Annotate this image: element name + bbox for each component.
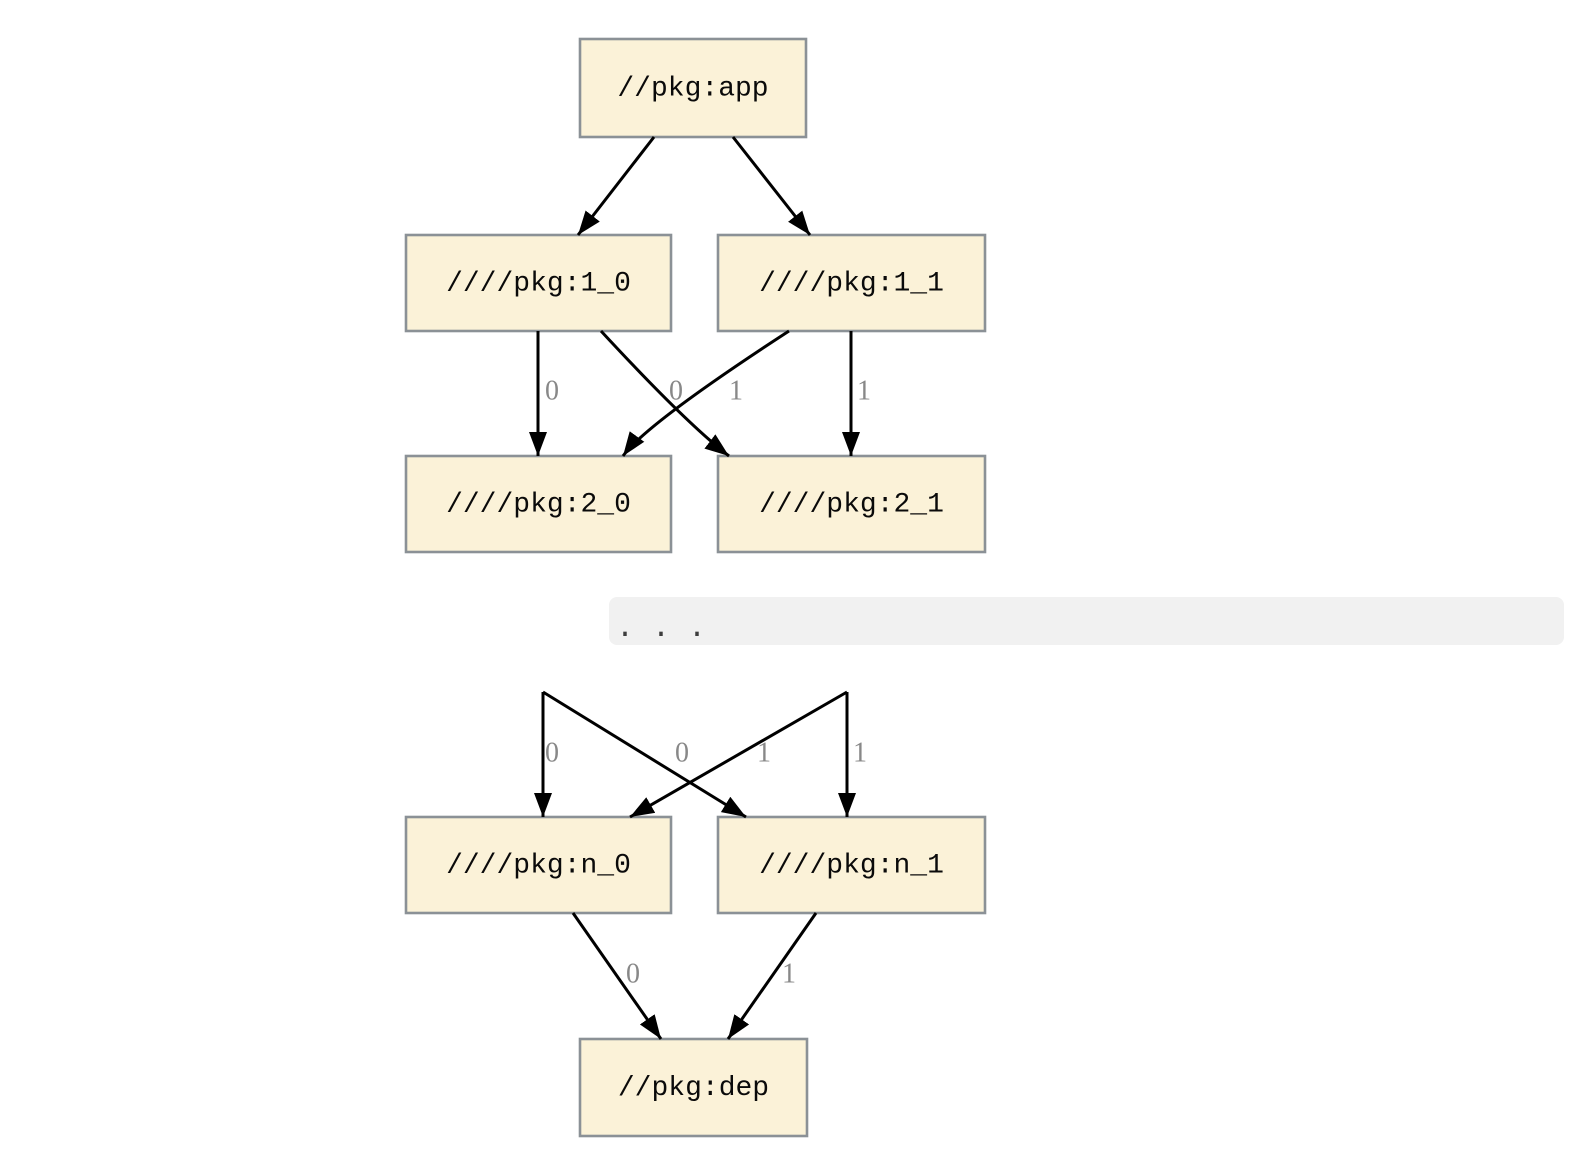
ellipsis-text: . . . — [616, 612, 706, 646]
node-1-0: ////pkg:1_0 — [404, 233, 673, 333]
edge-label-1-1-to-2-0: 0 — [669, 376, 683, 407]
node-label-1-1: ////pkg:1_1 — [759, 269, 944, 300]
node-label-n-1: ////pkg:n_1 — [759, 851, 944, 882]
edge-app-to-1-1 — [731, 136, 812, 236]
edge-...-to-n-1 — [542, 690, 747, 819]
edge-...-to-n-0 — [629, 690, 848, 819]
edge-label-...-to-n-0: 0 — [545, 738, 559, 769]
node-box-1-1 — [716, 233, 987, 333]
node-box-n-0 — [404, 815, 673, 915]
edge-label-n-0-to-dep: 0 — [626, 959, 640, 990]
edge-label-1-0-to-2-1: 1 — [729, 376, 743, 407]
edge-n-0-to-dep — [571, 912, 663, 1040]
node-label-dep: //pkg:dep — [618, 1073, 769, 1104]
edge-app-to-1-0 — [576, 136, 656, 236]
ellipsis-band — [609, 597, 1564, 645]
node-n-0: ////pkg:n_0 — [404, 815, 673, 915]
edge-label-...-to-n-1: 1 — [853, 738, 867, 769]
node-box-dep — [578, 1037, 809, 1138]
node-label-1-0: ////pkg:1_0 — [446, 269, 631, 300]
node-box-2-1 — [716, 454, 987, 554]
node-box-2-0 — [404, 454, 673, 554]
node-2-0: ////pkg:2_0 — [404, 454, 673, 554]
node-label-n-0: ////pkg:n_0 — [446, 851, 631, 882]
edge-label-n-1-to-dep: 1 — [782, 959, 796, 990]
node-dep: //pkg:dep — [578, 1037, 809, 1138]
node-n-1: ////pkg:n_1 — [716, 815, 987, 915]
node-app: //pkg:app — [578, 37, 808, 139]
edge-label-1-1-to-2-1: 1 — [857, 376, 871, 407]
edge-1-0-to-2-1 — [599, 329, 730, 458]
node-label-app: //pkg:app — [617, 74, 768, 105]
node-box-1-0 — [404, 233, 673, 333]
node-box-app — [578, 37, 808, 139]
node-2-1: ////pkg:2_1 — [716, 454, 987, 554]
node-1-1: ////pkg:1_1 — [716, 233, 987, 333]
node-label-2-1: ////pkg:2_1 — [759, 490, 944, 521]
node-label-2-0: ////pkg:2_0 — [446, 490, 631, 521]
node-box-n-1 — [716, 815, 987, 915]
edge-label-...-to-n-0: 0 — [675, 738, 689, 769]
edge-label-...-to-n-1: 1 — [757, 738, 771, 769]
edge-n-1-to-dep — [726, 912, 818, 1040]
edge-label-1-0-to-2-0: 0 — [545, 376, 559, 407]
